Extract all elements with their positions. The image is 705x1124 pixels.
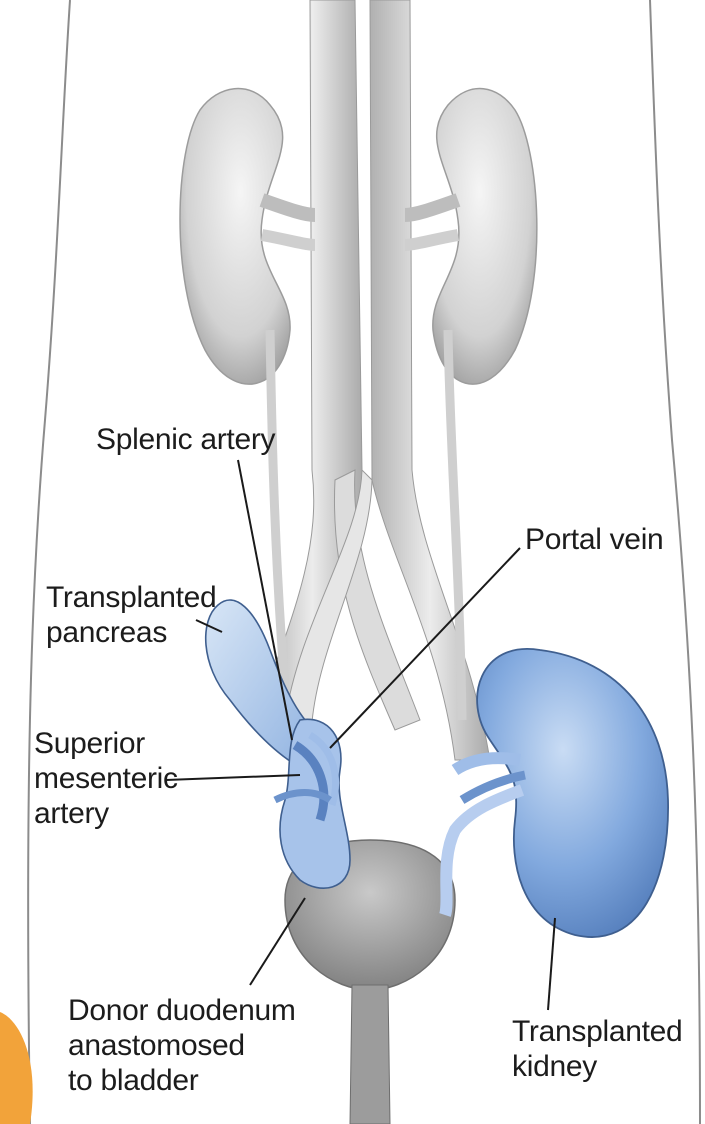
corner-accent	[0, 1012, 33, 1124]
label-transplanted-kidney: Transplanted kidney	[512, 1014, 682, 1084]
label-superior-mesenteric-artery: Superior mesenteric artery	[34, 726, 178, 831]
label-transplanted-pancreas: Transplanted pancreas	[46, 580, 216, 650]
transplanted-kidney	[445, 649, 668, 937]
label-donor-duodenum: Donor duodenum anastomosed to bladder	[68, 993, 296, 1098]
label-portal-vein: Portal vein	[525, 522, 663, 557]
label-splenic-artery: Splenic artery	[96, 422, 275, 457]
